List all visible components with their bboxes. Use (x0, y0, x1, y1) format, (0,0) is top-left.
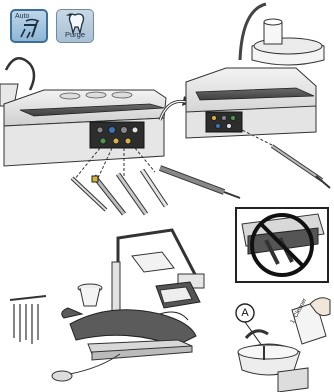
callout-a-label: A (241, 307, 249, 319)
purge-button[interactable]: Purge (56, 9, 94, 43)
auto-flush-icon (20, 18, 40, 39)
dental-chair (9, 228, 205, 382)
no-drop-inset (235, 207, 329, 283)
instruments-left (70, 147, 241, 216)
cleaning-callout (235, 297, 331, 392)
auto-button[interactable]: Auto (10, 9, 48, 43)
no-drop-icon (250, 213, 314, 277)
left-dental-unit (0, 57, 167, 167)
tooth-icon (65, 13, 85, 36)
right-dental-unit (185, 2, 331, 189)
purge-button-label: Purge (64, 30, 85, 39)
auto-button-label: Auto (15, 13, 30, 20)
